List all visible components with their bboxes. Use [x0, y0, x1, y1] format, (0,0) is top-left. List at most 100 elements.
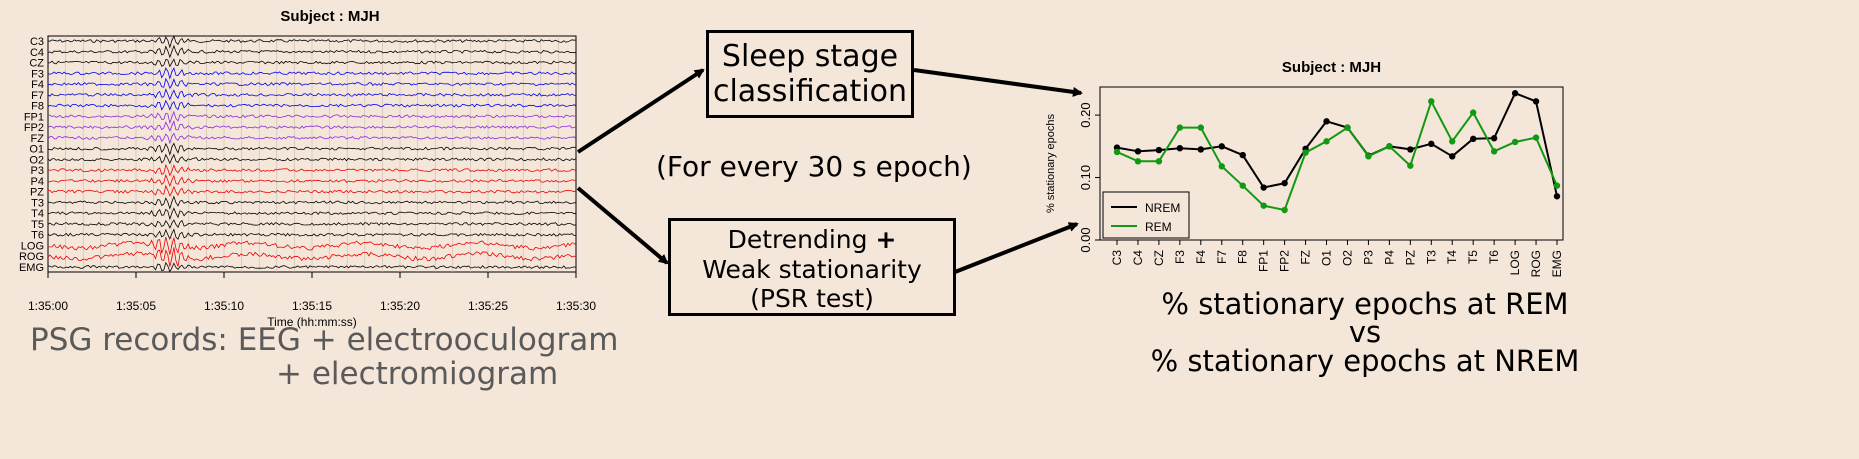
- x-tick-label-o1: O1: [1320, 250, 1334, 266]
- point-nrem-cz: [1155, 146, 1163, 154]
- x-tick-label-f7: F7: [1215, 250, 1229, 264]
- point-nrem-c4: [1134, 148, 1142, 155]
- detrending-box: Detrending + Weak stationarity (PSR test…: [668, 218, 956, 316]
- detrending-line2: Weak stationarity: [702, 254, 922, 284]
- eeg-x-axis-label: Time (hh:mm:ss): [267, 315, 357, 329]
- detrending-plus: +: [875, 225, 897, 254]
- eeg-trace-c3: [47, 35, 577, 49]
- eeg-trace-fp2: [47, 120, 577, 132]
- eeg-panel-title: Subject : MJH: [280, 8, 380, 25]
- point-nrem-t6: [1490, 135, 1498, 142]
- x-tick-label-f8: F8: [1236, 250, 1250, 264]
- legend-label-nrem: NREM: [1145, 201, 1180, 215]
- arrow-sleep-to-chart: [913, 68, 1083, 97]
- x-tick-label-c4: C4: [1131, 250, 1145, 266]
- x-tick-label-cz: CZ: [1152, 250, 1166, 266]
- point-nrem-f4: [1197, 146, 1205, 153]
- x-tick-label-p3: P3: [1361, 250, 1375, 265]
- arrow-to-sleep-stage: [576, 68, 705, 154]
- point-rem-t3: [1428, 98, 1435, 105]
- channel-label-c4: C4: [30, 47, 44, 59]
- y-axis-label: % stationary epochs: [1045, 113, 1057, 213]
- eeg-trace-f3: [47, 67, 577, 80]
- series-line-nrem: [1116, 91, 1558, 197]
- eeg-trace-o1: [47, 142, 577, 156]
- point-rem-t6: [1490, 148, 1498, 155]
- point-rem-f7: [1218, 163, 1225, 170]
- eeg-trace-f7: [47, 88, 577, 101]
- point-nrem-f8: [1239, 151, 1246, 159]
- point-rem-f4: [1197, 124, 1205, 131]
- detrending-line1-row: Detrending +: [671, 225, 953, 255]
- time-tick-label: 1:35:30: [556, 299, 596, 313]
- channel-label-t3: T3: [31, 197, 44, 209]
- point-nrem-pz: [1407, 146, 1414, 153]
- channel-label-o1: O1: [29, 144, 44, 156]
- eeg-trace-t5: [47, 219, 577, 229]
- point-rem-rog: [1532, 134, 1540, 141]
- time-tick-label: 1:35:25: [468, 299, 508, 313]
- point-nrem-f7: [1218, 143, 1225, 150]
- epoch-note: (For every 30 s epoch): [656, 150, 972, 183]
- channel-label-fp2: FP2: [24, 122, 44, 134]
- point-rem-t4: [1449, 138, 1456, 145]
- point-nrem-c3: [1113, 144, 1121, 151]
- channel-label-fz: FZ: [31, 133, 45, 145]
- point-nrem-t4: [1449, 153, 1456, 160]
- eeg-trace-log: [47, 236, 577, 255]
- x-tick-label-fp2: FP2: [1278, 250, 1292, 272]
- x-tick-label-t3: T3: [1424, 250, 1438, 264]
- time-tick-label: 1:35:20: [380, 299, 420, 313]
- point-rem-cz: [1155, 158, 1163, 165]
- eeg-trace-cz: [47, 58, 577, 68]
- legend-label-rem: REM: [1145, 220, 1172, 234]
- y-tick-label: 0.00: [1078, 227, 1093, 252]
- eeg-trace-t6: [47, 228, 577, 241]
- channel-label-f8: F8: [31, 101, 44, 113]
- time-tick-label: 1:35:05: [116, 299, 156, 313]
- point-rem-f8: [1239, 182, 1246, 189]
- x-tick-label-rog: ROG: [1529, 250, 1543, 277]
- point-rem-o1: [1323, 138, 1330, 145]
- psg-caption-line2: + electromiogram: [276, 356, 559, 392]
- x-tick-label-t4: T4: [1445, 250, 1459, 264]
- psg-caption-line1: PSG records: EEG + electrooculogram: [30, 322, 619, 358]
- chart-title: Subject : MJH: [1282, 59, 1381, 76]
- channel-label-cz: CZ: [29, 58, 44, 70]
- point-rem-p3: [1365, 153, 1372, 160]
- x-tick-label-t6: T6: [1487, 250, 1501, 264]
- channel-label-rog: ROG: [19, 251, 44, 263]
- x-tick-label-pz: PZ: [1403, 250, 1417, 265]
- y-tick-label: 0.10: [1078, 165, 1093, 190]
- point-nrem-t5: [1469, 135, 1477, 143]
- series-line-rem: [1116, 98, 1558, 212]
- channel-label-o2: O2: [29, 154, 44, 166]
- point-rem-emg: [1553, 182, 1561, 189]
- point-nrem-o1: [1323, 118, 1330, 125]
- chart-legend: [1102, 191, 1190, 239]
- channel-label-t4: T4: [31, 208, 44, 220]
- eeg-trace-t4: [47, 207, 577, 221]
- chart-frame: [1099, 86, 1564, 241]
- eeg-trace-t3: [47, 195, 576, 210]
- point-rem-log: [1511, 138, 1519, 146]
- point-rem-fp1: [1260, 202, 1267, 209]
- point-rem-p4: [1386, 143, 1393, 150]
- channel-label-emg: EMG: [19, 262, 44, 274]
- eeg-trace-c4: [47, 44, 577, 59]
- point-rem-f3: [1176, 124, 1184, 131]
- point-rem-t5: [1469, 109, 1477, 116]
- channel-label-t6: T6: [31, 230, 44, 242]
- eeg-trace-pz: [47, 184, 577, 197]
- time-tick-label: 1:35:10: [204, 299, 244, 313]
- eeg-trace-emg: [47, 261, 577, 273]
- time-tick-label: 1:35:15: [292, 299, 332, 313]
- channel-label-log: LOG: [21, 240, 44, 252]
- arrow-to-detrending: [576, 186, 669, 265]
- point-nrem-rog: [1532, 98, 1540, 105]
- channel-label-t5: T5: [31, 219, 44, 231]
- x-tick-label-f4: F4: [1194, 250, 1208, 264]
- point-rem-o2: [1344, 124, 1351, 131]
- eeg-trace-rog: [47, 247, 577, 267]
- channel-label-f4: F4: [31, 79, 44, 91]
